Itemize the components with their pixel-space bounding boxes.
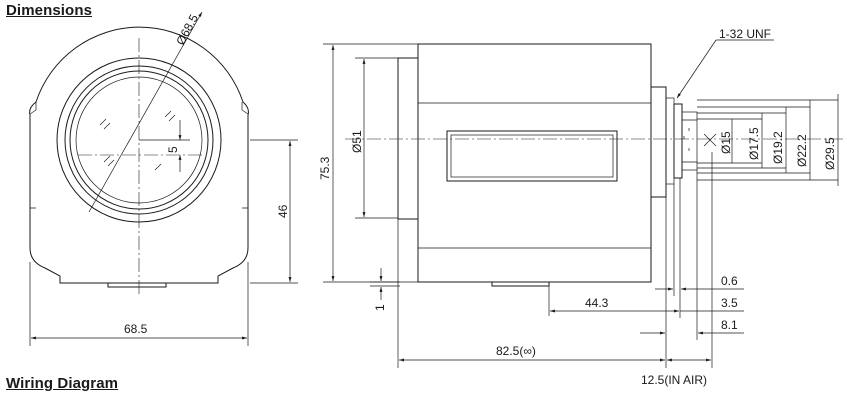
- side-dia19-2-label: Ø19.2: [771, 131, 785, 164]
- side-mount-label: 1-32 UNF: [719, 27, 771, 41]
- side-dia51-label: Ø51: [350, 130, 364, 153]
- side-cmount-ring: [673, 103, 683, 179]
- front-height-label: 46: [276, 204, 290, 218]
- side-foot: [491, 281, 550, 287]
- side-dia29-5-label: Ø29.5: [823, 137, 837, 170]
- side-dim-1-label: 1: [373, 304, 387, 311]
- side-body: [417, 43, 652, 283]
- side-dim-82-5-label: 82.5(∞): [496, 344, 536, 358]
- front-offset-label: 5: [166, 146, 180, 153]
- front-view: Ø68.5 5 46 68.5: [29, 11, 298, 346]
- side-dim-3-5-label: 3.5: [721, 296, 738, 310]
- front-diameter-label: Ø68.5: [173, 12, 201, 48]
- front-width-label: 68.5: [124, 322, 148, 336]
- side-dim-8-1-label: 8.1: [721, 318, 738, 332]
- side-dim-0-6-label: 0.6: [721, 274, 738, 288]
- side-view: 75.3 Ø51 1-32 UNF Ø15 Ø17.5 Ø19.2 Ø22.2 …: [318, 27, 845, 387]
- side-dim-12-5-label: 12.5(IN AIR): [641, 373, 707, 387]
- side-rear-flange: [650, 86, 667, 198]
- side-dim-44-3-label: 44.3: [585, 296, 609, 310]
- dimensions-heading: Dimensions: [6, 2, 93, 19]
- side-window: [446, 130, 618, 182]
- side-dia17-5-label: Ø17.5: [747, 127, 761, 160]
- front-diameter-leader: [88, 11, 203, 213]
- front-foot: [107, 282, 167, 288]
- side-dia22-2-label: Ø22.2: [795, 134, 809, 167]
- wiring-diagram-heading: Wiring Diagram: [6, 375, 119, 392]
- side-dia15-label: Ø15: [719, 131, 733, 154]
- side-lens-block: [397, 57, 419, 220]
- side-height-label: 75.3: [318, 156, 332, 180]
